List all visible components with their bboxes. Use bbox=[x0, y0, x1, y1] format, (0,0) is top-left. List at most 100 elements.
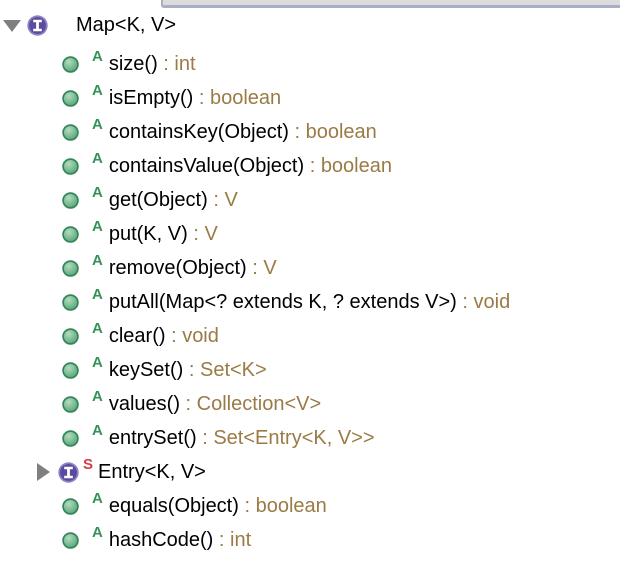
member-name: clear() bbox=[108, 324, 166, 347]
abstract-adornment: A bbox=[92, 523, 103, 541]
member-return-type: boolean bbox=[305, 120, 377, 143]
member-return-type: Set<K> bbox=[199, 358, 267, 381]
member-label: Entry<K, V> bbox=[98, 461, 206, 484]
type-separator: : bbox=[157, 52, 175, 75]
member-name: putAll(Map<? extends K, ? extends V>) bbox=[108, 290, 457, 313]
member-label: remove(Object) : V bbox=[109, 257, 277, 280]
expand-arrow-icon[interactable] bbox=[33, 462, 53, 482]
abstract-adornment: A bbox=[92, 319, 103, 337]
interface-icon bbox=[58, 461, 79, 483]
member-name: containsValue(Object) bbox=[108, 154, 305, 177]
type-separator: : bbox=[213, 528, 231, 551]
member-name: hashCode() bbox=[108, 528, 214, 551]
member-label: containsValue(Object) : boolean bbox=[109, 155, 392, 178]
member-name: isEmpty() bbox=[108, 86, 194, 109]
member-return-type: void bbox=[182, 324, 219, 347]
member-return-type: int bbox=[174, 52, 196, 75]
member-name: keySet() bbox=[108, 358, 184, 381]
abstract-adornment: A bbox=[92, 251, 103, 269]
member-return-type: V bbox=[224, 188, 238, 211]
member-name: put(K, V) bbox=[108, 222, 188, 245]
member-label: isEmpty() : boolean bbox=[109, 87, 281, 110]
member-label: equals(Object) : boolean bbox=[109, 495, 327, 518]
member-return-type: void bbox=[473, 290, 511, 313]
member-name: equals(Object) bbox=[108, 494, 239, 517]
abstract-adornment: A bbox=[92, 285, 103, 303]
collapse-arrow-icon[interactable] bbox=[3, 15, 23, 35]
member-label: Map<K, V> bbox=[76, 14, 176, 37]
member-name: Entry<K, V> bbox=[98, 460, 206, 483]
member-return-type: boolean bbox=[255, 494, 327, 517]
abstract-adornment: A bbox=[92, 149, 103, 167]
member-label: values() : Collection<V> bbox=[109, 393, 321, 416]
method-icon bbox=[62, 531, 79, 549]
member-name: remove(Object) bbox=[108, 256, 247, 279]
member-return-type: V bbox=[263, 256, 277, 279]
method-icon bbox=[62, 123, 79, 141]
abstract-adornment: A bbox=[92, 489, 103, 507]
method-icon bbox=[62, 157, 79, 175]
type-separator: : bbox=[288, 120, 306, 143]
type-separator: : bbox=[187, 222, 205, 245]
interface-icon bbox=[27, 14, 48, 36]
method-icon bbox=[62, 361, 79, 379]
member-label: containsKey(Object) : boolean bbox=[109, 121, 377, 144]
member-label: clear() : void bbox=[109, 325, 219, 348]
abstract-adornment: A bbox=[92, 387, 103, 405]
member-label: size() : int bbox=[109, 53, 196, 76]
method-icon bbox=[62, 293, 79, 311]
member-return-type: V bbox=[204, 222, 218, 245]
member-label: putAll(Map<? extends K, ? extends V>) : … bbox=[109, 291, 510, 314]
member-return-type: int bbox=[230, 528, 252, 551]
type-separator: : bbox=[179, 392, 197, 415]
member-name: get(Object) bbox=[108, 188, 208, 211]
static-adornment: S bbox=[83, 455, 94, 473]
abstract-adornment: A bbox=[92, 421, 103, 439]
member-label: hashCode() : int bbox=[109, 529, 251, 552]
outline-row-type[interactable]: Map<K, V> bbox=[0, 8, 620, 42]
member-return-type: boolean bbox=[320, 154, 392, 177]
type-separator: : bbox=[193, 86, 210, 109]
abstract-adornment: A bbox=[92, 47, 103, 65]
method-icon bbox=[62, 327, 79, 345]
member-label: entrySet() : Set<Entry<K, V>> bbox=[109, 427, 375, 450]
method-icon bbox=[62, 89, 79, 107]
member-name: size() bbox=[108, 52, 158, 75]
abstract-adornment: A bbox=[92, 353, 103, 371]
method-icon bbox=[62, 429, 79, 447]
method-icon bbox=[62, 191, 79, 209]
method-icon bbox=[62, 259, 79, 277]
type-separator: : bbox=[456, 290, 474, 313]
member-name: entrySet() bbox=[108, 426, 197, 449]
abstract-adornment: A bbox=[92, 115, 103, 133]
method-icon bbox=[62, 55, 79, 73]
abstract-adornment: A bbox=[92, 81, 103, 99]
type-separator: : bbox=[196, 426, 214, 449]
type-separator: : bbox=[183, 358, 200, 381]
type-separator: : bbox=[304, 154, 321, 177]
method-icon bbox=[62, 497, 79, 515]
member-return-type: boolean bbox=[209, 86, 282, 109]
type-separator: : bbox=[246, 256, 264, 279]
type-separator: : bbox=[207, 188, 225, 211]
abstract-adornment: A bbox=[92, 217, 103, 235]
member-name: Map<K, V> bbox=[76, 13, 177, 36]
member-name: containsKey(Object) bbox=[108, 120, 289, 143]
member-return-type: Collection<V> bbox=[196, 392, 322, 415]
